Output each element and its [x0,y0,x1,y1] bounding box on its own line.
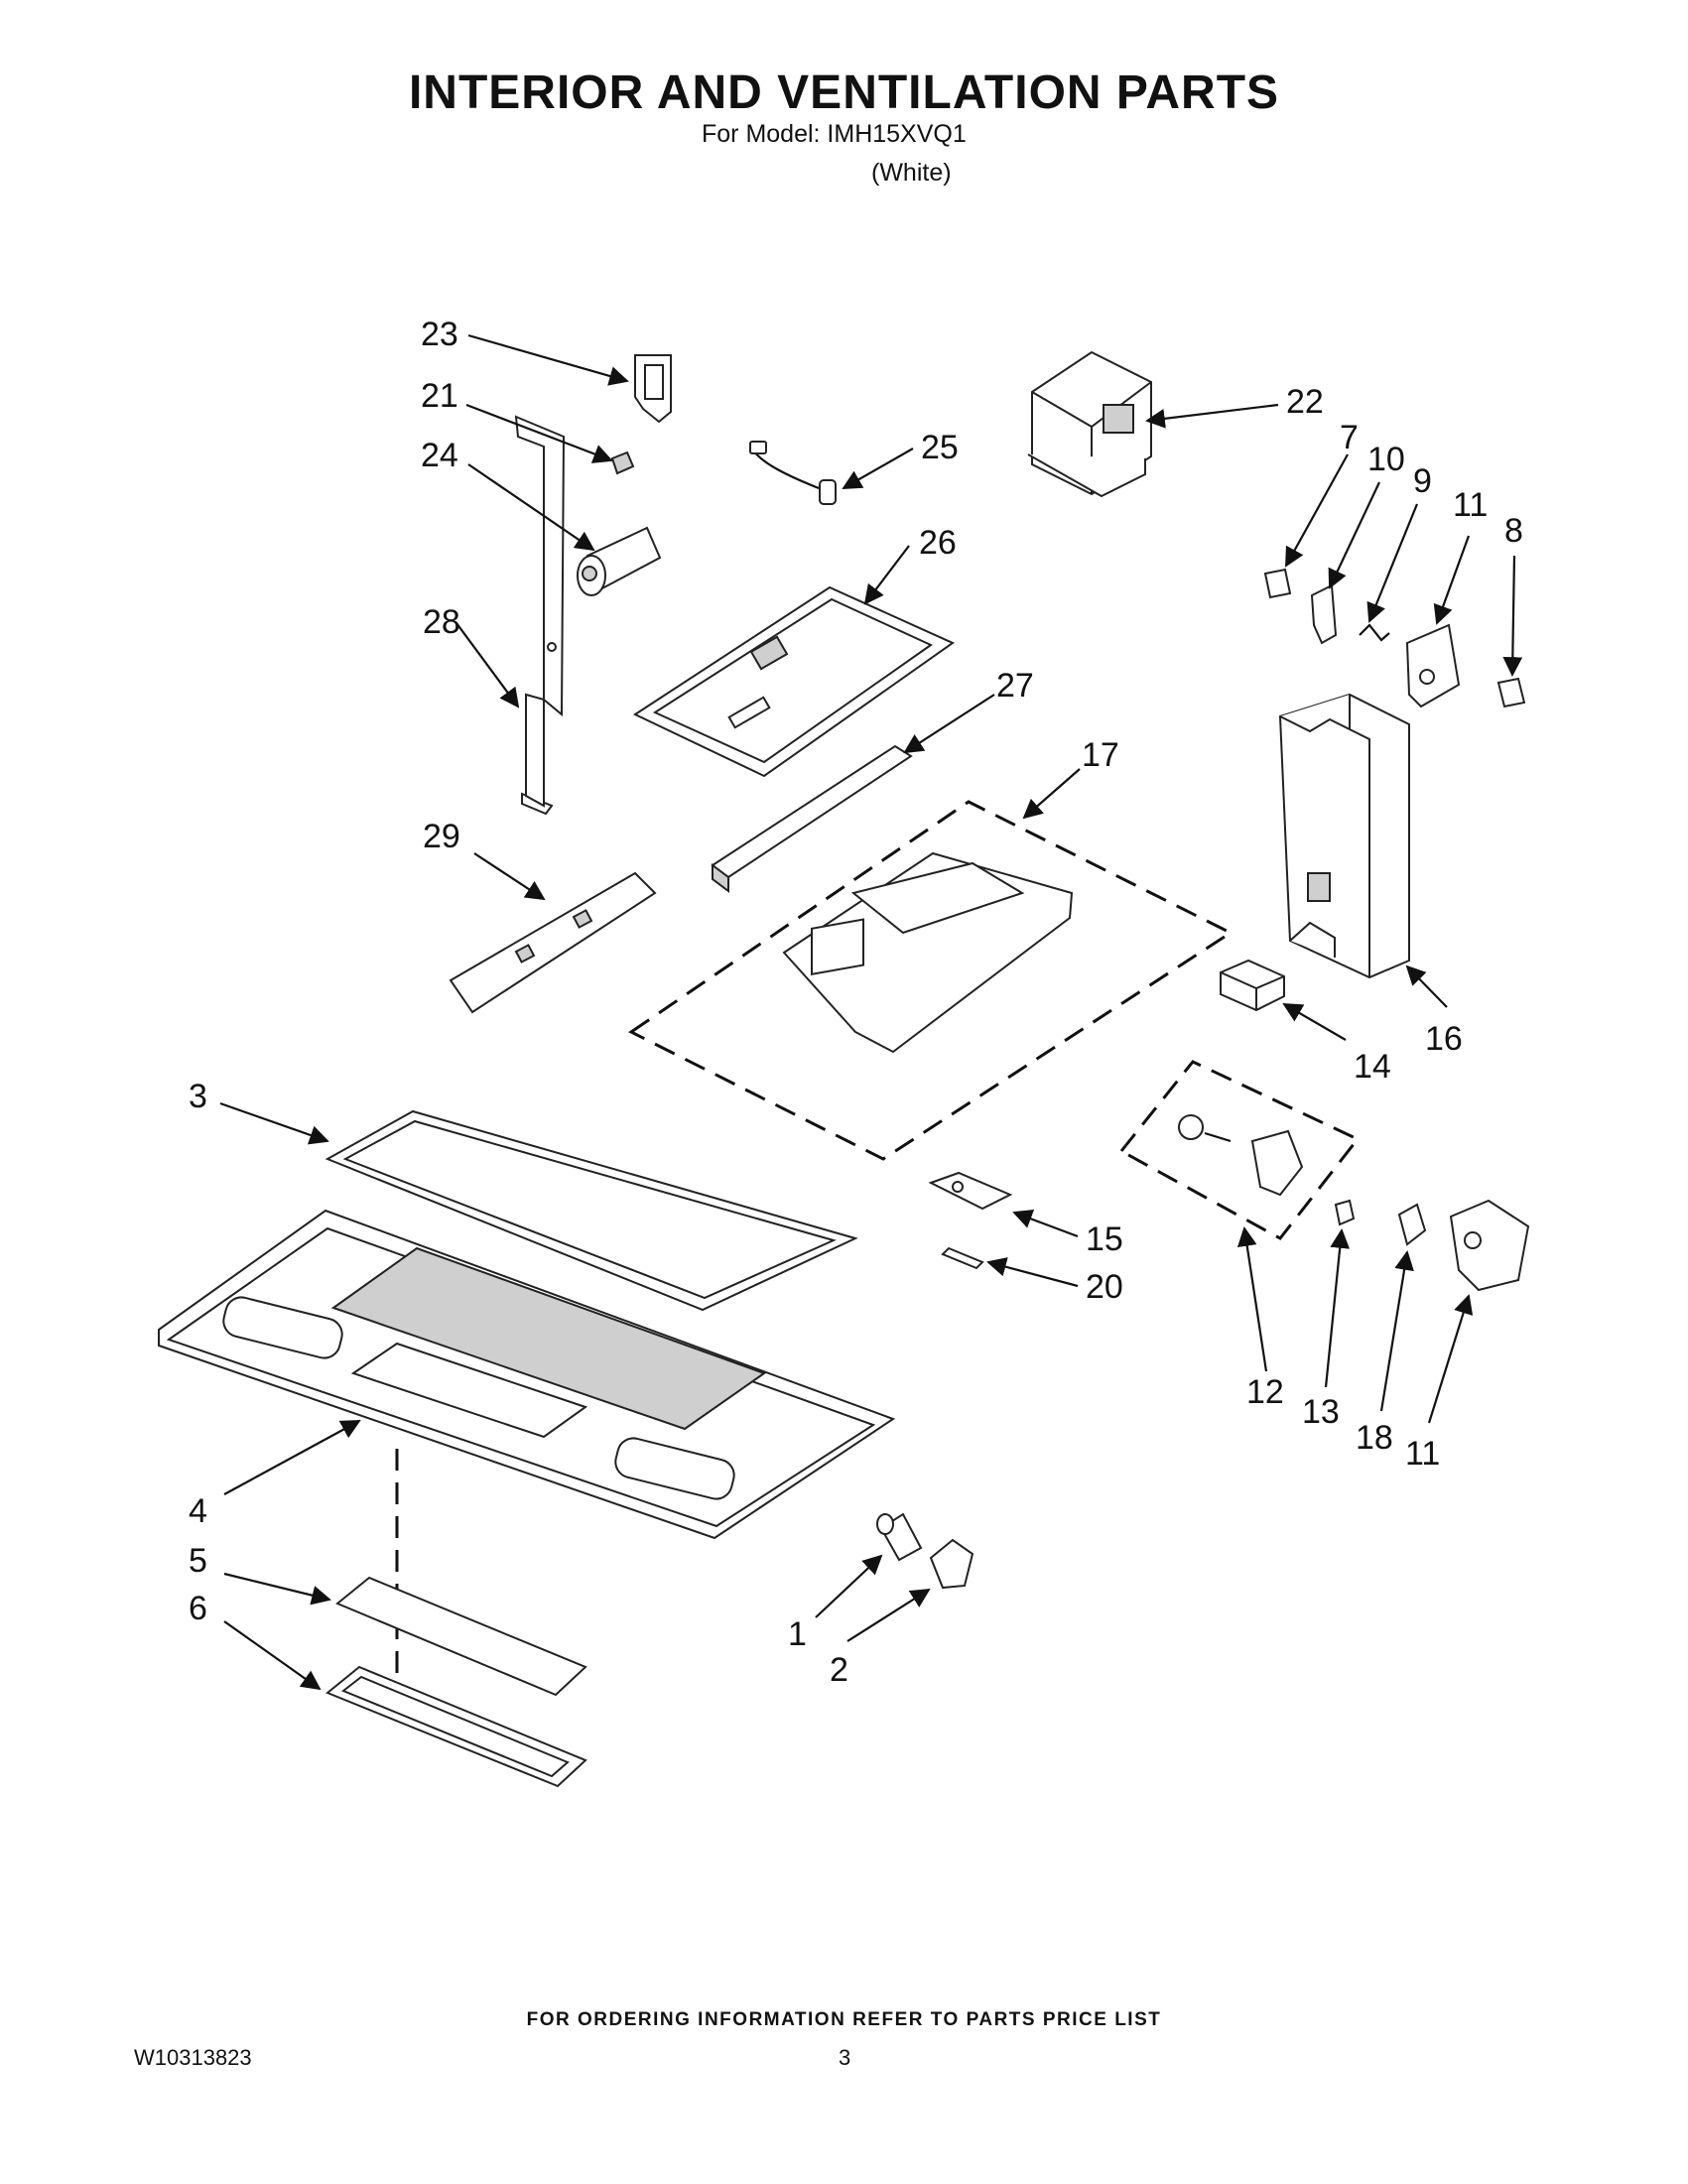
part-13-screw [1334,1199,1356,1226]
part-1-lamp-bulb [876,1512,923,1562]
callout-22: 22 [1286,383,1324,421]
callout-18: 18 [1356,1419,1393,1457]
part-6-light-housing [325,1665,587,1788]
callout-5: 5 [189,1542,207,1580]
callout-6: 6 [189,1590,207,1627]
part-7-switch-actuator [1263,568,1292,599]
callout-labels: 23 21 24 28 29 25 26 27 17 22 7 10 9 11 … [189,316,1523,1689]
part-3-filter [325,1109,858,1312]
callout-8: 8 [1504,512,1523,550]
part-14-block [1220,959,1285,1012]
callout-11-top: 11 [1453,486,1488,524]
part-2-lamp-socket [929,1538,974,1590]
model-line: For Model: IMH15XVQ1 [702,120,967,148]
callout-14: 14 [1354,1048,1391,1086]
callout-11-bottom: 11 [1405,1435,1440,1473]
part-17-duct-assembly [628,800,1234,1161]
part-20-lamp [941,1246,984,1270]
page-number: 3 [839,2045,851,2070]
callout-13: 13 [1302,1393,1340,1431]
part-26-base-plate [632,585,956,778]
color-line: (White) [871,159,952,187]
callout-24: 24 [421,437,458,474]
part-27-bar [711,744,913,893]
part-18-switch [1397,1203,1427,1246]
part-5-lens [335,1576,587,1697]
callout-12: 12 [1246,1373,1284,1411]
document-number: W10313823 [134,2045,252,2070]
callout-2: 2 [830,1651,848,1689]
part-12-motor-assembly [1118,1060,1361,1240]
part-25-wire-lead [749,441,837,505]
part-8-switch-actuator [1496,677,1526,708]
part-10-switch-lever [1310,583,1338,645]
part-16-duct [1278,693,1410,979]
callout-29: 29 [423,818,460,855]
part-11-interlock-switch-top [1405,623,1461,708]
part-22-transformer [1027,350,1152,498]
page-title: INTERIOR AND VENTILATION PARTS [408,66,1280,119]
callout-10: 10 [1367,441,1405,478]
part-28-vertical-bracket [514,415,566,816]
callout-7: 7 [1340,419,1359,456]
callout-21: 21 [421,377,458,415]
callout-16: 16 [1425,1020,1463,1058]
callout-17: 17 [1082,736,1119,774]
part-29-vent-bracket [449,871,657,1014]
callout-27: 27 [996,667,1034,705]
callout-25: 25 [921,429,959,466]
part-15-socket-plate [928,1171,1013,1211]
ordering-note: FOR ORDERING INFORMATION REFER TO PARTS … [526,2009,1162,2030]
callout-15: 15 [1086,1220,1123,1258]
callout-20: 20 [1086,1268,1123,1306]
callout-23: 23 [421,316,458,353]
callout-9: 9 [1413,462,1432,500]
part-24-capacitor [577,526,662,596]
callout-3: 3 [189,1078,207,1115]
part-21-clip [610,450,635,475]
part-23-bracket [634,354,672,424]
part-4-bottom-panel [158,1209,896,1540]
leader-lines [219,333,1523,1691]
callout-4: 4 [189,1492,207,1530]
part-11-interlock-switch-bottom [1449,1199,1530,1292]
callout-26: 26 [919,524,957,562]
part-9-spring [1359,623,1390,642]
callout-28: 28 [423,603,460,641]
callout-1: 1 [788,1615,807,1653]
